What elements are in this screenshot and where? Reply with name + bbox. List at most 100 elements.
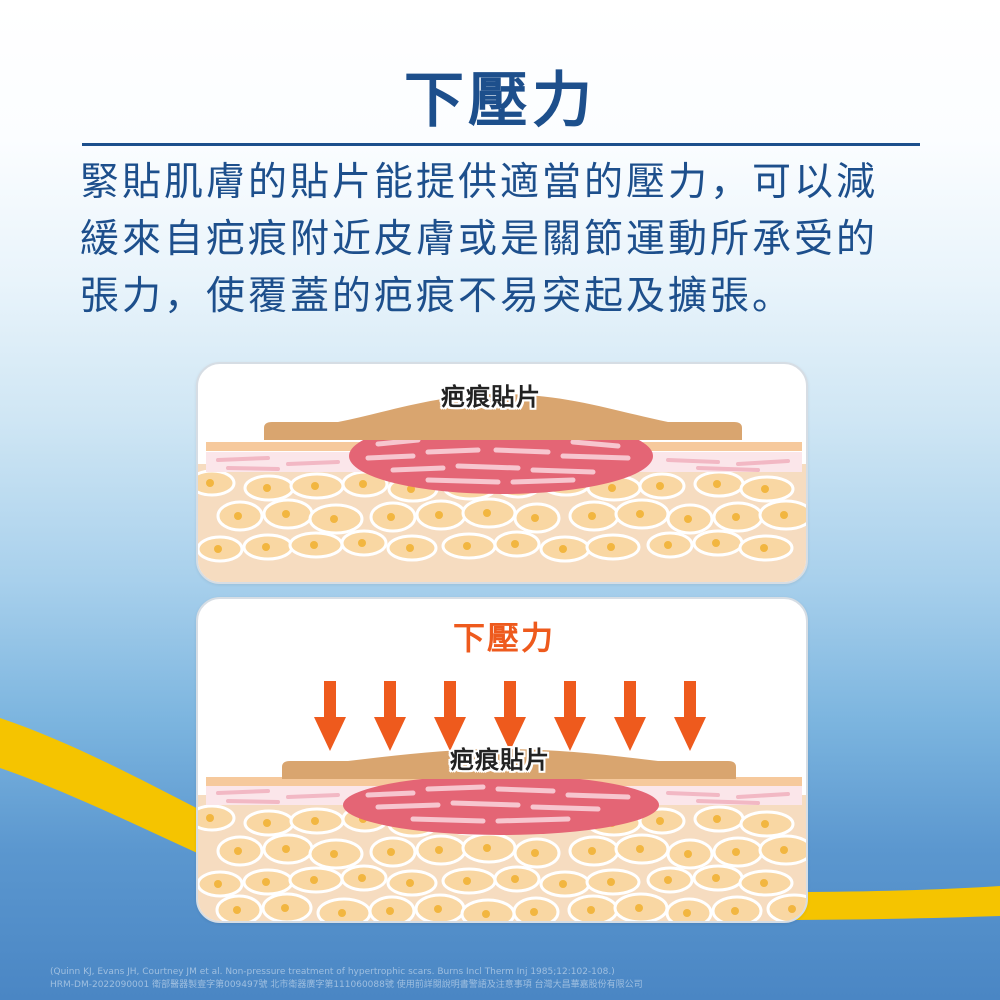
description-line-2: 緩來自疤痕附近皮膚或是關節運動所承受的	[80, 217, 879, 262]
fat-cell-nucleus	[531, 514, 539, 522]
page-title: 下壓力	[404, 66, 596, 136]
fat-cell-nucleus	[511, 875, 519, 883]
fat-cell-nucleus	[732, 513, 740, 521]
down-arrow-icon	[554, 681, 586, 751]
down-arrow-icon	[614, 681, 646, 751]
fat-cell-nucleus	[607, 543, 615, 551]
fat-cell-nucleus	[387, 513, 395, 521]
fat-cell-nucleus	[214, 880, 222, 888]
fat-cell-nucleus	[311, 817, 319, 825]
fat-cell	[766, 893, 806, 921]
fat-cell-nucleus	[588, 512, 596, 520]
footer: (Quinn KJ, Evans JH, Courtney JM et al. …	[50, 966, 980, 992]
fat-cell-nucleus	[483, 844, 491, 852]
fat-cell-nucleus	[713, 815, 721, 823]
fat-cell-nucleus	[559, 545, 567, 553]
fat-cell-nucleus	[206, 479, 214, 487]
fat-cell-nucleus	[358, 539, 366, 547]
fat-cell-nucleus	[636, 845, 644, 853]
scar-patch	[264, 394, 742, 440]
fat-cell-nucleus	[330, 850, 338, 858]
fat-cell-nucleus	[435, 846, 443, 854]
fat-cell-nucleus	[511, 540, 519, 548]
fat-cell-nucleus	[760, 879, 768, 887]
fat-cell-nucleus	[358, 874, 366, 882]
description-line-3: 張力，使覆蓋的疤痕不易突起及擴張。	[80, 274, 795, 319]
fat-cell-nucleus	[463, 542, 471, 550]
fat-cell-nucleus	[684, 515, 692, 523]
fat-cell-nucleus	[712, 874, 720, 882]
fat-cell-nucleus	[330, 515, 338, 523]
fat-cell-nucleus	[664, 541, 672, 549]
fat-cell-nucleus	[282, 510, 290, 518]
patch-label: 疤痕貼片	[450, 746, 550, 774]
fat-cell-nucleus	[206, 814, 214, 822]
fat-cell-nucleus	[780, 846, 788, 854]
fat-cell-nucleus	[407, 485, 415, 493]
fat-cell-nucleus	[435, 511, 443, 519]
fat-cell-nucleus	[282, 845, 290, 853]
fat-cell-nucleus	[406, 879, 414, 887]
fat-cell-nucleus	[732, 848, 740, 856]
fat-cell-nucleus	[635, 904, 643, 912]
fat-cell-nucleus	[262, 543, 270, 551]
fat-cell-nucleus	[761, 820, 769, 828]
fat-cell-nucleus	[684, 850, 692, 858]
fat-cell-nucleus	[483, 509, 491, 517]
fat-cell-nucleus	[588, 847, 596, 855]
fat-cell-nucleus	[656, 817, 664, 825]
fat-cell-nucleus	[788, 905, 796, 913]
fat-cell-nucleus	[760, 544, 768, 552]
fat-cell-nucleus	[780, 511, 788, 519]
down-arrow-icon	[494, 681, 526, 751]
fat-cell-nucleus	[281, 904, 289, 912]
license-text: HRM-DM-2022090001 衛部醫器製壹字第009497號 北市衛器廣字…	[50, 980, 643, 990]
fat-cell-nucleus	[234, 512, 242, 520]
fat-cell	[198, 804, 236, 832]
illustration-with-pressure: 下壓力 疤痕貼片	[196, 597, 808, 923]
fat-cell-nucleus	[713, 480, 721, 488]
fat-cell-nucleus	[387, 848, 395, 856]
fat-cell-nucleus	[311, 482, 319, 490]
fat-cell-nucleus	[233, 906, 241, 914]
fat-cell-nucleus	[530, 908, 538, 916]
fat-cell-nucleus	[731, 907, 739, 915]
fat-cell-nucleus	[531, 849, 539, 857]
fat-cell-nucleus	[262, 878, 270, 886]
fat-cell-nucleus	[263, 819, 271, 827]
fat-cell-nucleus	[386, 907, 394, 915]
fat-cell-nucleus	[338, 909, 346, 917]
fat-cell-nucleus	[559, 880, 567, 888]
patch-label: 疤痕貼片	[441, 383, 541, 411]
fat-cell-nucleus	[310, 876, 318, 884]
down-arrow-icon	[314, 681, 346, 751]
citation-text: (Quinn KJ, Evans JH, Courtney JM et al. …	[50, 967, 615, 977]
down-arrow-icon	[674, 681, 706, 751]
fat-cell-nucleus	[656, 482, 664, 490]
fat-cell-nucleus	[406, 544, 414, 552]
fat-cell-nucleus	[761, 485, 769, 493]
fat-cell-nucleus	[214, 545, 222, 553]
fat-cell-nucleus	[683, 909, 691, 917]
pressure-label: 下壓力	[452, 619, 555, 657]
fat-cell-nucleus	[310, 541, 318, 549]
fat-cell	[198, 469, 236, 497]
down-arrow-icon	[434, 681, 466, 751]
fat-cell-nucleus	[263, 484, 271, 492]
scar-patch	[282, 749, 736, 779]
fat-cell-nucleus	[587, 906, 595, 914]
fat-cell-nucleus	[434, 905, 442, 913]
skin-cross-section-flattened-scar	[198, 681, 806, 921]
fat-cell-nucleus	[664, 876, 672, 884]
fat-cell-nucleus	[234, 847, 242, 855]
illustration-without-pressure: 疤痕貼片	[196, 362, 808, 584]
fat-cell-nucleus	[636, 510, 644, 518]
fat-cell-nucleus	[712, 539, 720, 547]
fat-cell-nucleus	[482, 910, 490, 918]
pressure-arrows	[314, 681, 706, 751]
fat-cell-nucleus	[608, 484, 616, 492]
down-arrow-icon	[374, 681, 406, 751]
description-line-1: 緊貼肌膚的貼片能提供適當的壓力，可以減	[80, 160, 879, 205]
description-text: 緊貼肌膚的貼片能提供適當的壓力，可以減 緩來自疤痕附近皮膚或是關節運動所承受的 …	[80, 154, 940, 325]
